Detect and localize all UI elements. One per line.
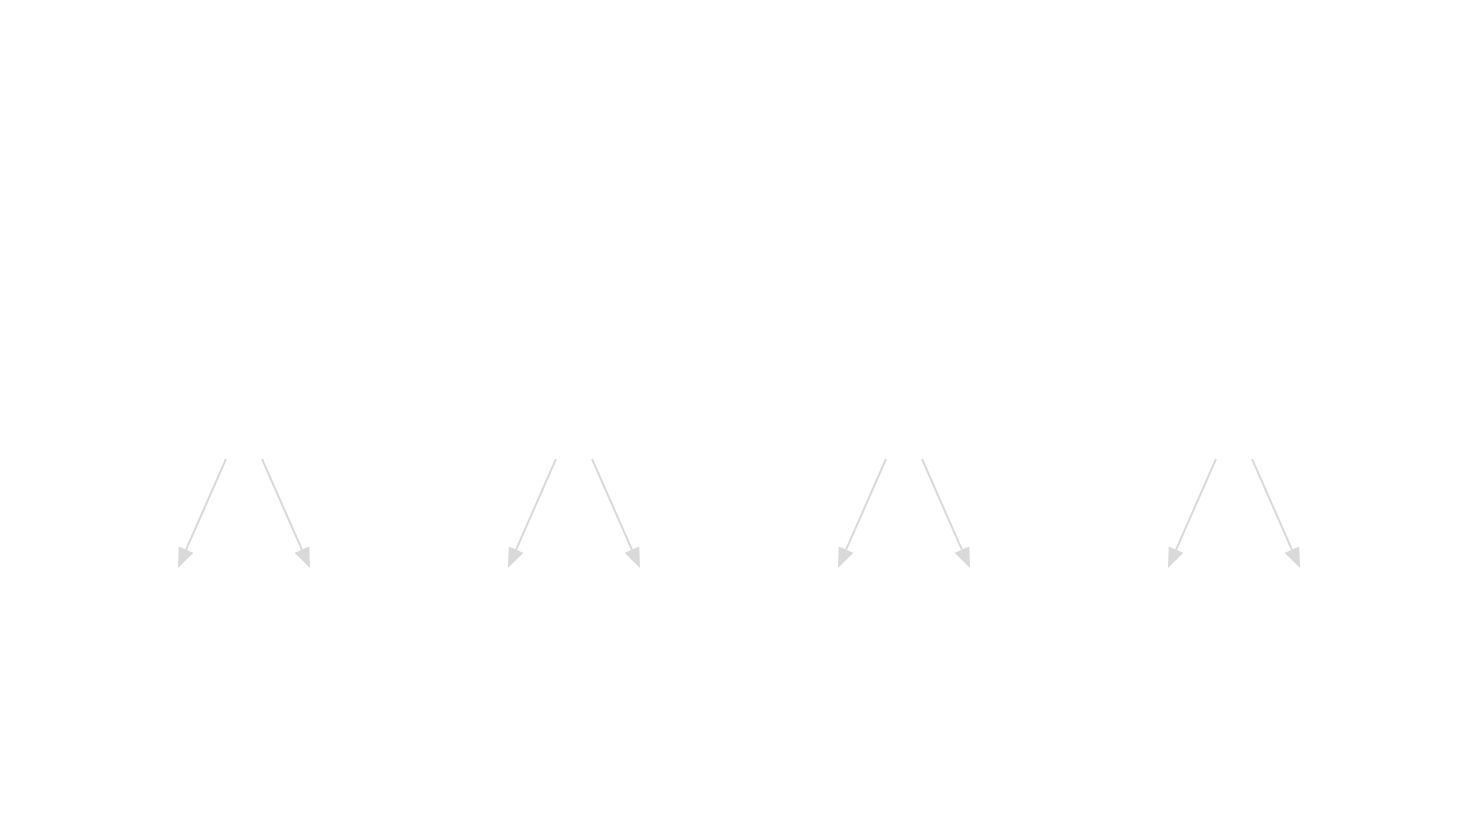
edge-1-down-left-line bbox=[184, 458, 227, 552]
edge-3-down-left-arrowhead-icon bbox=[838, 546, 854, 568]
branch-group-1 bbox=[178, 458, 310, 568]
branch-group-2 bbox=[508, 458, 640, 568]
edge-4-down-right-line bbox=[1251, 458, 1294, 552]
edge-4-down-left-line bbox=[1174, 458, 1217, 552]
edges-layer bbox=[178, 458, 1300, 568]
edge-2-down-left-line bbox=[514, 458, 557, 552]
branch-group-3 bbox=[838, 458, 970, 568]
edge-1-down-right-arrowhead-icon bbox=[294, 546, 310, 568]
edge-3-down-left-line bbox=[844, 458, 887, 552]
edge-2-down-right-arrowhead-icon bbox=[624, 546, 640, 568]
edge-4-down-left-arrowhead-icon bbox=[1168, 546, 1184, 568]
branch-group-4 bbox=[1168, 458, 1300, 568]
edge-2-down-right-line bbox=[591, 458, 634, 552]
edge-4-down-right-arrowhead-icon bbox=[1284, 546, 1300, 568]
edge-2-down-left-arrowhead-icon bbox=[508, 546, 524, 568]
edge-3-down-right-arrowhead-icon bbox=[954, 546, 970, 568]
edge-1-down-left-arrowhead-icon bbox=[178, 546, 194, 568]
edge-1-down-right-line bbox=[261, 458, 304, 552]
edge-3-down-right-line bbox=[921, 458, 964, 552]
